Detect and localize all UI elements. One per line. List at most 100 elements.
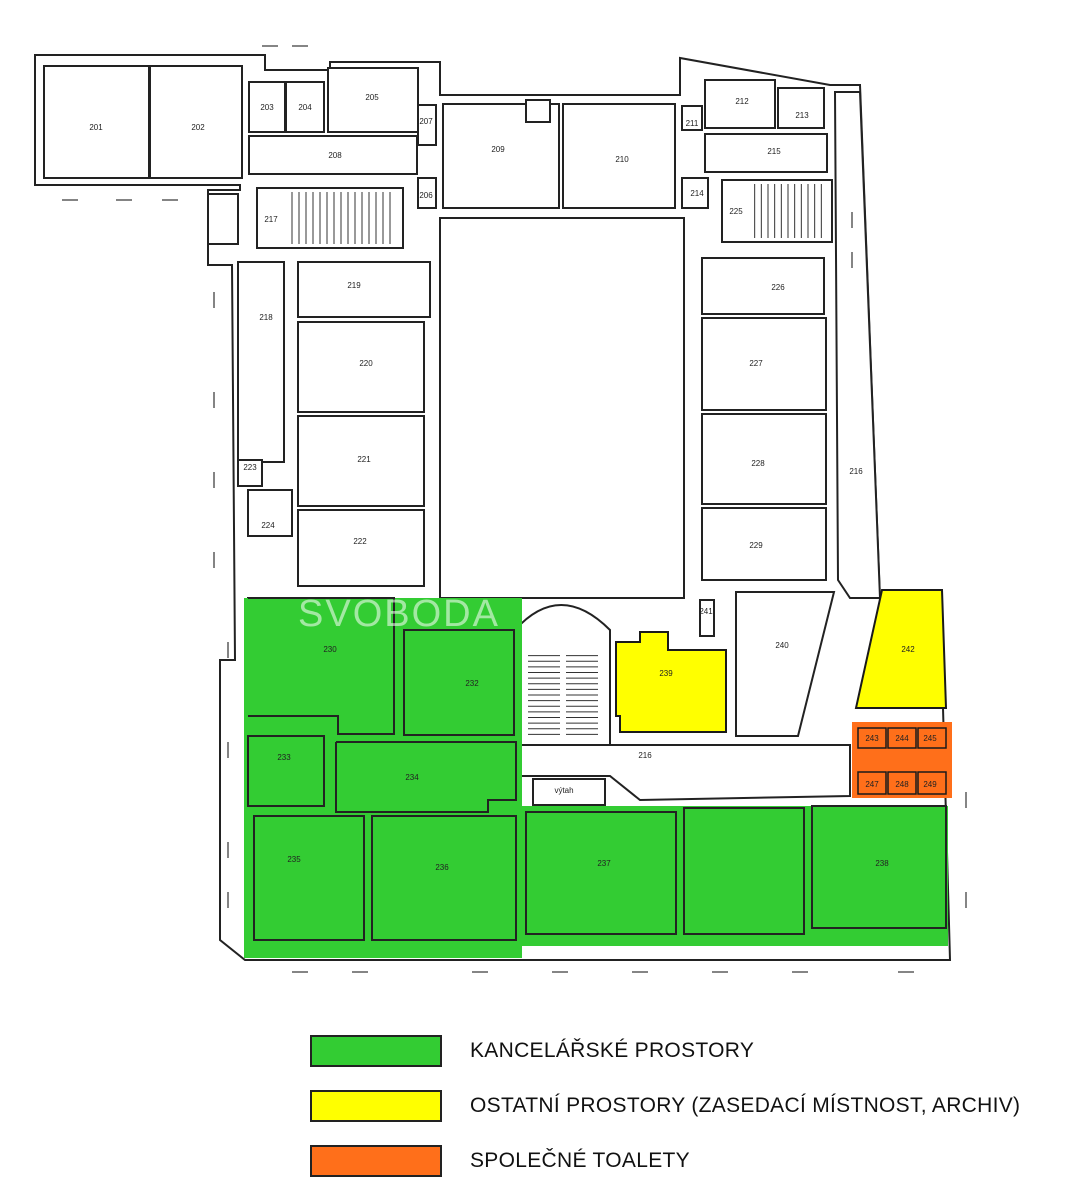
label-242: 242	[901, 645, 915, 654]
label-240: 240	[775, 641, 789, 650]
label-229: 229	[749, 541, 763, 550]
legend-other: OSTATNÍ PROSTORY (ZASEDACÍ MÍSTNOST, ARC…	[310, 1089, 1020, 1123]
window-marks	[62, 45, 967, 973]
label-220: 220	[359, 359, 373, 368]
room-224	[247, 489, 293, 537]
room-241	[699, 599, 715, 637]
label-239: 239	[659, 669, 673, 678]
stair-225	[721, 179, 833, 243]
legend-office-swatch	[310, 1035, 442, 1067]
label-237: 237	[597, 859, 611, 868]
room-208	[248, 135, 418, 175]
label-248: 248	[895, 780, 909, 789]
room-small-left	[207, 193, 239, 245]
central-stair	[514, 604, 611, 746]
shaft	[525, 99, 551, 123]
room-212	[704, 79, 776, 129]
label-244: 244	[895, 734, 909, 743]
room-213	[777, 87, 825, 129]
room-229	[701, 507, 827, 581]
legend-other-label: OSTATNÍ PROSTORY (ZASEDACÍ MÍSTNOST, ARC…	[470, 1094, 1021, 1117]
room-204	[285, 81, 325, 133]
label-230: 230	[323, 645, 337, 654]
label-234: 234	[405, 773, 419, 782]
label-241: 241	[699, 607, 713, 616]
room-labels: 201 202 203 204 205 206 207 208 209 210 …	[89, 93, 937, 872]
label-249: 249	[923, 780, 937, 789]
legend-office-label: KANCELÁŘSKÉ PROSTORY	[470, 1039, 755, 1062]
room-201	[43, 65, 150, 179]
label-225: 225	[729, 207, 743, 216]
label-202: 202	[191, 123, 205, 132]
corridor-216-right	[833, 91, 882, 599]
label-216-b: 216	[638, 751, 652, 760]
room-214	[681, 177, 709, 209]
room-227	[701, 317, 827, 411]
label-228: 228	[751, 459, 765, 468]
room-211	[681, 105, 703, 131]
label-226: 226	[771, 283, 785, 292]
office-rooms	[244, 597, 948, 958]
label-217: 217	[264, 215, 278, 224]
label-243: 243	[865, 734, 879, 743]
legend-toilets-label: SPOLEČNÉ TOALETY	[470, 1149, 690, 1172]
room-242	[854, 589, 948, 709]
label-238: 238	[875, 859, 889, 868]
label-203: 203	[260, 103, 274, 112]
room-210	[562, 103, 676, 209]
label-214: 214	[690, 189, 704, 198]
label-216: 216	[849, 467, 863, 476]
label-233: 233	[277, 753, 291, 762]
label-208: 208	[328, 151, 342, 160]
legend-toilets-swatch	[310, 1145, 442, 1177]
label-247: 247	[865, 780, 879, 789]
room-226	[701, 257, 825, 315]
room-220	[297, 321, 425, 413]
label-235: 235	[287, 855, 301, 864]
label-218: 218	[259, 313, 273, 322]
room-222	[297, 509, 425, 587]
room-205	[327, 67, 419, 133]
label-236: 236	[435, 863, 449, 872]
label-231: 232	[465, 679, 479, 688]
label-211: 211	[686, 119, 699, 128]
label-219: 219	[347, 281, 361, 290]
floor-plan: SVOBODA 201 202 203 204 205 206 207 208 …	[34, 45, 967, 973]
courtyard	[439, 217, 685, 599]
room-206	[417, 177, 437, 209]
room-219	[297, 261, 431, 318]
label-221: 221	[357, 455, 371, 464]
label-215: 215	[767, 147, 781, 156]
legend-other-swatch	[310, 1090, 442, 1122]
label-204: 204	[298, 103, 312, 112]
label-201: 201	[89, 123, 103, 132]
room-218	[237, 261, 285, 463]
room-221	[297, 415, 425, 507]
label-lift: výtah	[554, 786, 573, 795]
legend-toilets: SPOLEČNÉ TOALETY	[310, 1144, 690, 1178]
room-215	[704, 133, 828, 173]
label-206: 206	[419, 191, 433, 200]
room-223	[237, 459, 263, 487]
label-245: 245	[923, 734, 937, 743]
room-202	[149, 65, 243, 179]
watermark: SVOBODA	[298, 593, 500, 635]
lift	[532, 778, 606, 806]
label-222: 222	[353, 537, 367, 546]
room-239	[615, 631, 727, 733]
label-224: 224	[261, 521, 275, 530]
label-227: 227	[749, 359, 763, 368]
label-205: 205	[365, 93, 379, 102]
legend-office: KANCELÁŘSKÉ PROSTORY	[310, 1034, 754, 1068]
label-223: 223	[243, 463, 257, 472]
label-210: 210	[615, 155, 629, 164]
room-228	[701, 413, 827, 505]
label-213: 213	[795, 111, 809, 120]
stair-217	[256, 187, 404, 249]
label-207: 207	[419, 117, 433, 126]
label-209: 209	[491, 145, 505, 154]
label-212: 212	[735, 97, 749, 106]
room-207	[417, 104, 437, 146]
toilets	[852, 722, 952, 798]
room-240	[735, 591, 836, 737]
